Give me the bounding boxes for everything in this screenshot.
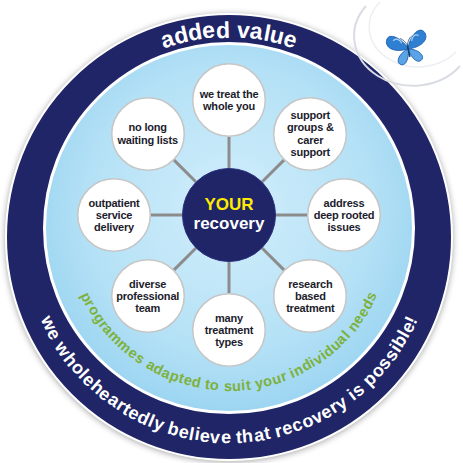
arc-glyph: d	[190, 375, 202, 391]
feature-circle: we treat the whole you	[192, 63, 266, 137]
circle-shape	[6, 14, 452, 460]
feature-circle: no long waiting lists	[111, 97, 185, 171]
arc-glyph: s	[224, 379, 232, 394]
ring-circle: YOURrecovery we treat the whole you suppor…	[5, 13, 453, 461]
feature-circle: diverse professional team	[111, 259, 185, 333]
hub-circle: YOURrecovery	[182, 168, 276, 262]
circle-shape	[274, 260, 347, 333]
circle-shape	[45, 44, 414, 413]
arc-glyph: e	[220, 428, 230, 446]
butterfly-icon	[385, 29, 431, 67]
spoke-line	[262, 160, 284, 182]
spoke-line	[151, 214, 182, 217]
arc-glyph: t	[245, 377, 252, 392]
spoke-line	[276, 214, 307, 217]
feature-label: no long waiting lists	[115, 121, 181, 146]
arc-glyph	[219, 378, 224, 393]
feature-label: outpatient service delivery	[81, 197, 147, 234]
circle-shape	[111, 260, 184, 333]
circle-shape	[111, 97, 184, 170]
circle-shape	[183, 169, 276, 262]
feature-circle: outpatient service delivery	[77, 178, 151, 252]
arc-glyph: d	[215, 18, 230, 41]
circle-shape	[193, 294, 266, 367]
spoke-line	[262, 248, 284, 270]
feature-circle: address deep rooted issues	[307, 178, 381, 252]
arc-glyph: o	[210, 378, 220, 393]
circle-shape	[274, 97, 347, 170]
swirl-arc	[369, 2, 456, 67]
feature-circle: research based treatment	[273, 259, 347, 333]
spoke-line	[228, 137, 231, 168]
arc-glyph: v	[236, 19, 250, 43]
feature-label: diverse professional team	[115, 278, 181, 315]
inner-circle: YOURrecovery we treat the whole you suppor…	[43, 42, 415, 414]
feature-circle: many treatment types	[192, 293, 266, 367]
feature-label: we treat the whole you	[196, 88, 262, 113]
feature-circle: support groups & carer support	[273, 97, 347, 171]
arc-glyph	[230, 18, 237, 41]
feature-label: many treatment types	[196, 312, 262, 349]
arc-glyph: e	[201, 19, 216, 43]
feature-label: research based treatment	[277, 278, 343, 315]
spoke-line	[174, 248, 196, 270]
circle-shape	[78, 179, 151, 252]
hub-label: recovery	[194, 215, 265, 234]
feature-label: support groups & carer support	[277, 109, 343, 158]
spoke-line	[174, 160, 196, 182]
arc-glyph: e	[199, 426, 211, 445]
arc-glyph	[231, 428, 236, 446]
arc-glyph: u	[232, 378, 242, 393]
circle-shape	[308, 179, 381, 252]
hub-label: YOUR	[204, 196, 253, 215]
spoke-line	[228, 262, 231, 293]
circle-shape	[193, 64, 266, 137]
arc-glyph: v	[210, 427, 221, 446]
feature-label: address deep rooted issues	[311, 197, 377, 234]
